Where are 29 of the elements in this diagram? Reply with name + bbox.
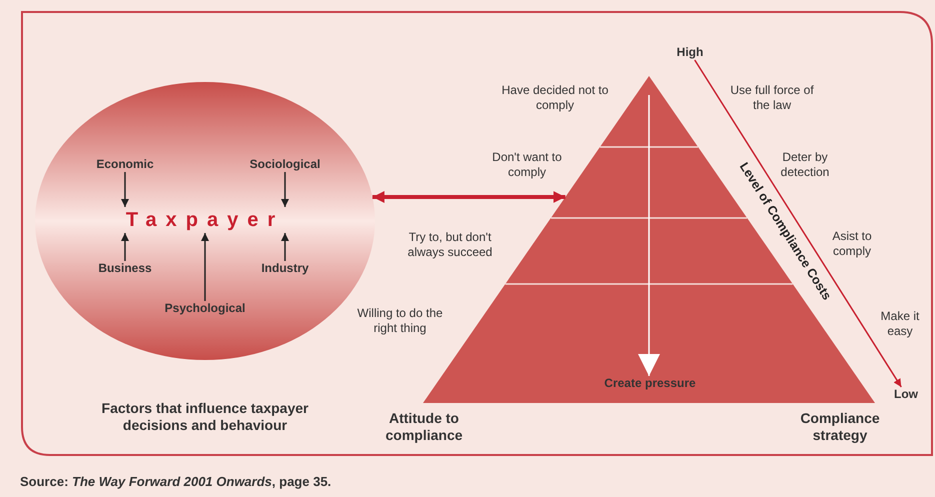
band-description: Have decided not to comply — [500, 83, 610, 113]
arrow — [694, 60, 902, 388]
band-description: Try to, but don't always succeed — [406, 230, 494, 260]
arrow — [638, 95, 660, 376]
arrow — [201, 233, 209, 301]
axis-end-label: High — [668, 45, 712, 60]
source-note: Source: The Way Forward 2001 Onwards, page 35. — [20, 474, 332, 489]
band-description: Don't want to comply — [491, 150, 563, 180]
factor-label: Industry — [240, 261, 330, 276]
band-description: Asist to comply — [831, 229, 873, 259]
caption-text: Factors that influence taxpayer decisions and behaviour — [100, 400, 310, 434]
pyramid-label: Create pressure — [590, 376, 710, 391]
column-heading: Attitude to compliance — [384, 410, 464, 444]
factor-label: Psychological — [145, 301, 265, 316]
band-description: Deter by detection — [780, 150, 830, 180]
band-description: Use full force of the law — [730, 83, 814, 113]
arrow — [121, 233, 129, 261]
arrow — [121, 172, 129, 207]
factor-label: Business — [80, 261, 170, 276]
column-heading: Compliance strategy — [799, 410, 881, 444]
taxpayer-label: Taxpayer — [115, 207, 295, 233]
arrow — [281, 172, 289, 207]
band-description: Make it easy — [880, 309, 920, 339]
axis-end-label: Low — [884, 387, 928, 402]
arrow — [281, 233, 289, 261]
factor-label: Economic — [80, 157, 170, 172]
factor-label: Sociological — [235, 157, 335, 172]
band-description: Willing to do the right thing — [356, 306, 444, 336]
arrow — [372, 191, 566, 203]
